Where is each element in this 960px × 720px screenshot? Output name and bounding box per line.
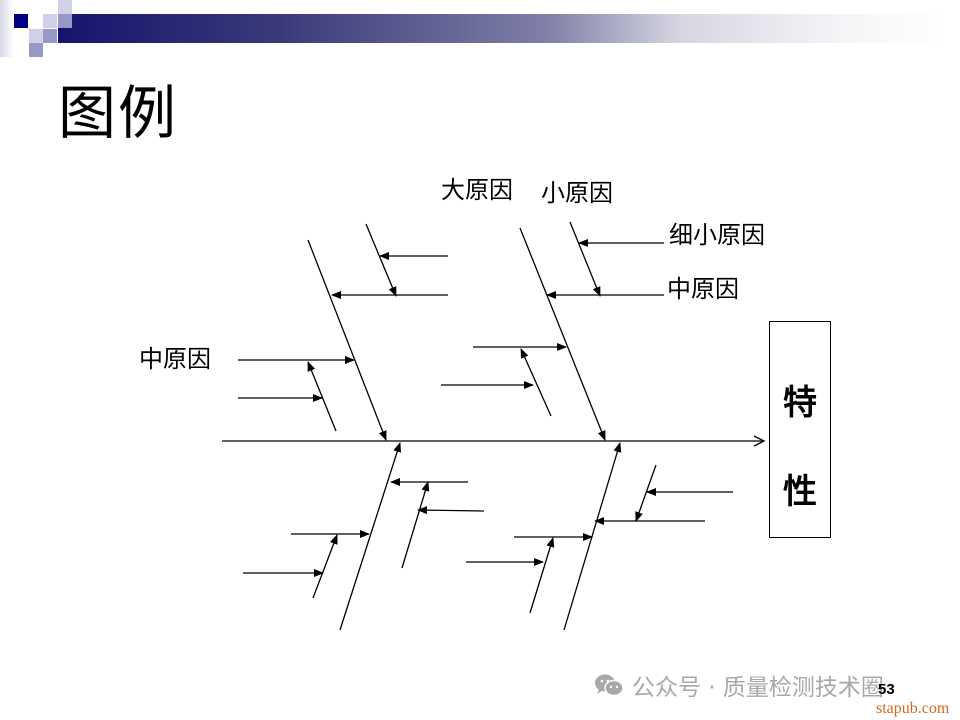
label-tiny-cause: 细小原因 <box>669 221 765 249</box>
header-square <box>43 29 57 43</box>
header-side-fade <box>0 0 14 57</box>
label-small-cause: 小原因 <box>541 179 613 207</box>
spine-arrowhead <box>753 435 766 447</box>
header-square <box>58 0 72 14</box>
header-square <box>43 14 57 28</box>
page-number: 53 <box>878 681 895 698</box>
header-gradient-bar <box>58 14 948 43</box>
header-square <box>29 29 43 43</box>
slide-title: 图例 <box>58 79 179 147</box>
effect-char-2: 性 <box>783 472 817 512</box>
header-square <box>58 14 72 28</box>
label-big-cause: 大原因 <box>441 176 513 204</box>
effect-char-1: 特 <box>783 383 817 423</box>
effect-box: 特 性 <box>769 321 831 538</box>
header-square <box>14 14 28 28</box>
label-mid-cause-right: 中原因 <box>667 275 739 303</box>
label-mid-cause-left: 中原因 <box>139 345 211 373</box>
watermark: 公众号 · 质量检测技术圈 <box>594 668 884 702</box>
watermark-text: 公众号 · 质量检测技术圈 <box>632 675 884 701</box>
header-square <box>29 43 43 57</box>
wechat-icon <box>594 673 624 697</box>
site-watermark: stapub.com <box>876 700 950 717</box>
